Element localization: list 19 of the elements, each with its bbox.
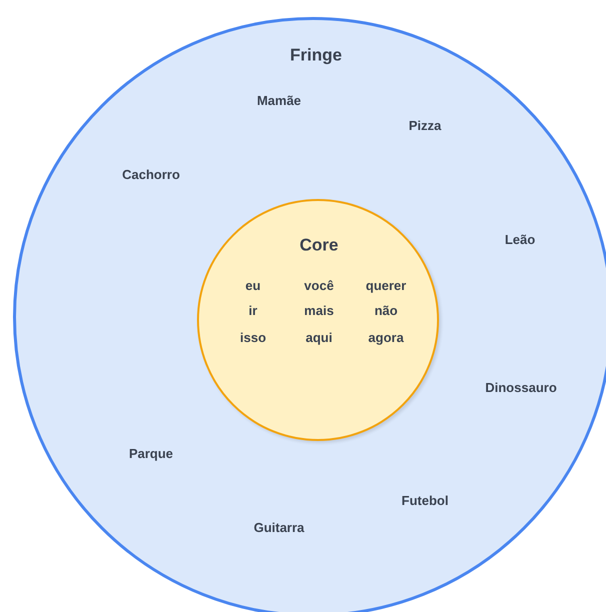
word-label: Parque bbox=[128, 446, 174, 462]
circle-title: Fringe bbox=[290, 46, 342, 66]
circle-title: Core bbox=[300, 236, 338, 256]
word-label: não bbox=[374, 304, 398, 318]
word-label: aqui bbox=[306, 330, 332, 346]
word-label: você bbox=[304, 278, 334, 294]
word-label: Futebol bbox=[402, 494, 448, 508]
word-label: isso bbox=[240, 330, 266, 346]
word-label: Guitarra bbox=[254, 520, 304, 536]
word-label: querer bbox=[366, 278, 406, 294]
word-label: eu bbox=[245, 278, 261, 294]
word-label: Pizza bbox=[408, 118, 442, 134]
word-label: Cachorro bbox=[122, 168, 180, 182]
word-label: mais bbox=[304, 304, 334, 318]
word-label: Dinossauro bbox=[485, 380, 557, 396]
word-label: agora bbox=[368, 330, 404, 346]
word-label: ir bbox=[248, 304, 258, 318]
word-label: Leão bbox=[504, 232, 536, 248]
word-label: Mamãe bbox=[256, 94, 302, 108]
